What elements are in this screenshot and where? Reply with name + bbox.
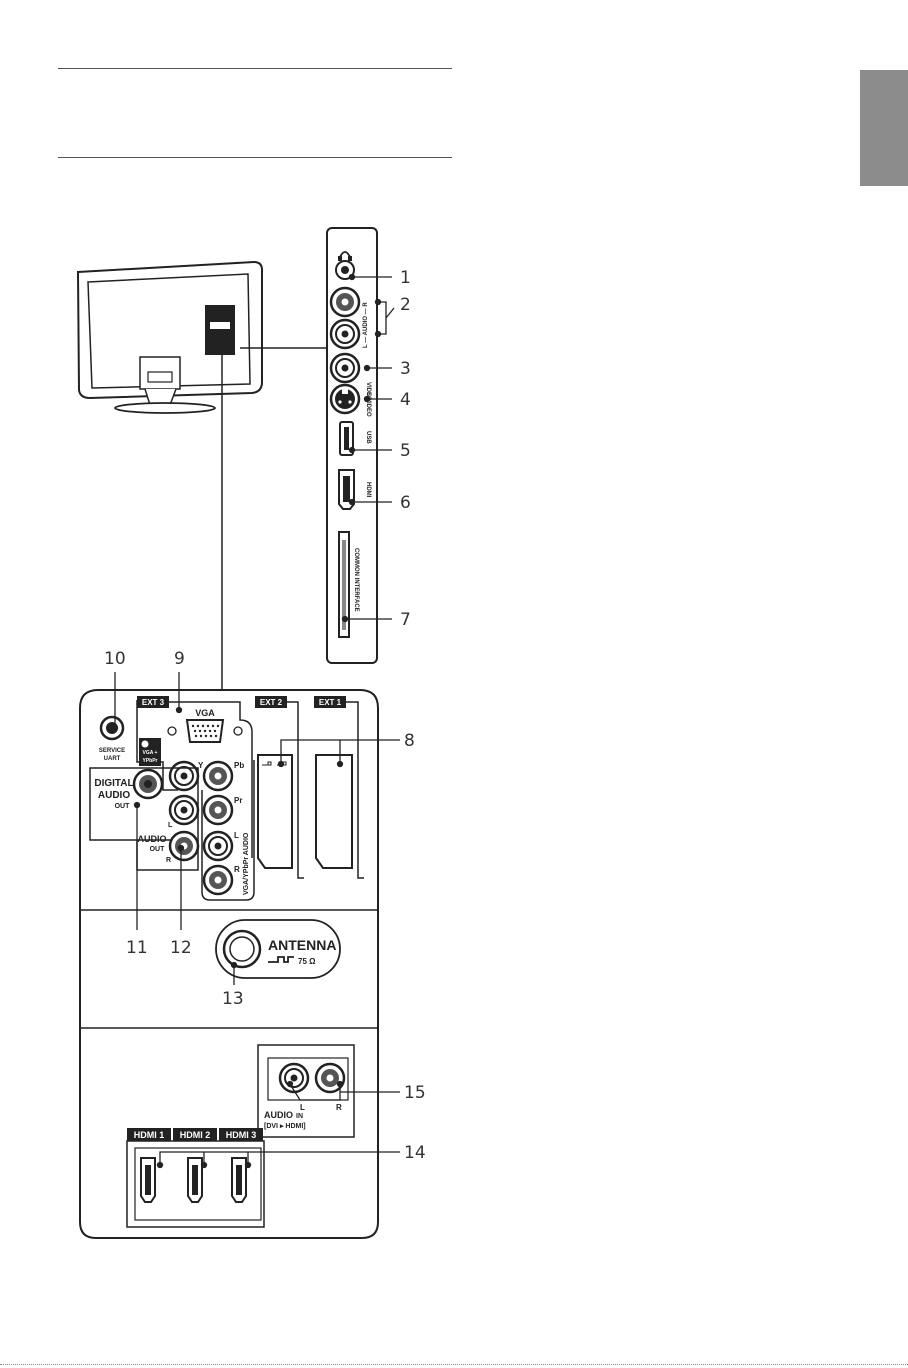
side-hdmi-label: HDMI bbox=[365, 482, 371, 498]
vga-label: VGA bbox=[195, 708, 215, 718]
service-label: SERVICE bbox=[99, 748, 125, 754]
callout-15: 15 bbox=[404, 1083, 426, 1103]
callout-11: 11 bbox=[126, 938, 148, 958]
hdmi3-port bbox=[232, 1158, 246, 1202]
callout-6: 6 bbox=[400, 493, 411, 513]
audio-in-l-label: L bbox=[300, 1103, 305, 1112]
vga-audio-l-label: L bbox=[234, 831, 239, 840]
vga-audio-r-label: R bbox=[234, 865, 240, 874]
pr-jack bbox=[204, 796, 232, 824]
svideo-jack bbox=[331, 385, 359, 413]
audio-out-r-label: R bbox=[166, 857, 171, 864]
antenna-label: ANTENNA bbox=[268, 937, 336, 953]
audio-out-l-jack bbox=[170, 796, 198, 824]
side-panel: L — AUDIO — R VIDEO S-VIDEO USB HDMI COM… bbox=[327, 228, 377, 663]
audio-in-r-label: R bbox=[336, 1103, 342, 1112]
pr-label: Pr bbox=[234, 796, 242, 805]
callout-12: 12 bbox=[170, 938, 192, 958]
callout-5: 5 bbox=[400, 441, 411, 461]
audio-in-label: AUDIO bbox=[264, 1110, 293, 1120]
callout-2: 2 bbox=[400, 295, 411, 315]
ext3-label: EXT 3 bbox=[142, 698, 165, 707]
ext1-label: EXT 1 bbox=[319, 698, 342, 707]
ci-label: COMMON INTERFACE bbox=[353, 548, 359, 612]
vga-ypbpr-audio-label: VGA/YPbPr AUDIO bbox=[243, 832, 250, 895]
pb-label: Pb bbox=[234, 761, 244, 770]
vga-audio-r-jack bbox=[204, 866, 232, 894]
callout-9: 9 bbox=[174, 649, 185, 669]
y-jack bbox=[170, 762, 198, 790]
hdmi1-label: HDMI 1 bbox=[134, 1130, 165, 1140]
callout-3: 3 bbox=[400, 359, 411, 379]
vga-audio-l-jack bbox=[204, 832, 232, 860]
audio-out-l-label: L bbox=[168, 822, 173, 829]
audio-in-l-jack bbox=[280, 1064, 308, 1092]
y-label: Y bbox=[198, 761, 204, 770]
callout-4: 4 bbox=[400, 390, 411, 410]
hdmi1-port bbox=[141, 1158, 155, 1202]
vga-ypbpr-badge: VGA + YPbPr bbox=[139, 738, 161, 766]
audio-out-label: AUDIO bbox=[138, 834, 167, 844]
audio-label: L — AUDIO — R bbox=[363, 302, 369, 348]
digital-audio-out-jack bbox=[134, 770, 162, 798]
audio-out-out-label: OUT bbox=[150, 846, 166, 853]
audio-l-jack bbox=[331, 320, 359, 348]
badge-line-2: YPbPr bbox=[142, 758, 157, 764]
ext2-label: EXT 2 bbox=[260, 698, 283, 707]
callout-1: 1 bbox=[400, 268, 411, 288]
audio-out-r-jack bbox=[170, 832, 198, 860]
audio-in-dvi-label: [DVI ▸ HDMI] bbox=[264, 1123, 306, 1130]
svideo-label: S-VIDEO bbox=[365, 392, 371, 417]
hdmi2-label: HDMI 2 bbox=[180, 1130, 211, 1140]
audio-in-in-label: IN bbox=[296, 1113, 303, 1120]
video-jack bbox=[331, 354, 359, 382]
audio-r-jack bbox=[331, 288, 359, 316]
digital-out-label: OUT bbox=[115, 803, 131, 810]
callout-14: 14 bbox=[404, 1143, 426, 1163]
callout-7: 7 bbox=[400, 610, 411, 630]
uart-label: UART bbox=[104, 756, 121, 762]
callout-13: 13 bbox=[222, 989, 244, 1009]
badge-line-1: VGA + bbox=[143, 750, 158, 756]
hdmi3-label: HDMI 3 bbox=[226, 1130, 257, 1140]
callout-8: 8 bbox=[404, 731, 415, 751]
hdmi2-port bbox=[188, 1158, 202, 1202]
usb-label: USB bbox=[365, 431, 371, 444]
digital-audio-label: AUDIO bbox=[98, 790, 130, 801]
antenna-ohm-label: 75 Ω bbox=[298, 957, 316, 966]
tv-illustration bbox=[78, 262, 328, 690]
callout-10: 10 bbox=[104, 649, 126, 669]
pb-jack bbox=[204, 762, 232, 790]
digital-label: DIGITAL bbox=[94, 778, 133, 789]
